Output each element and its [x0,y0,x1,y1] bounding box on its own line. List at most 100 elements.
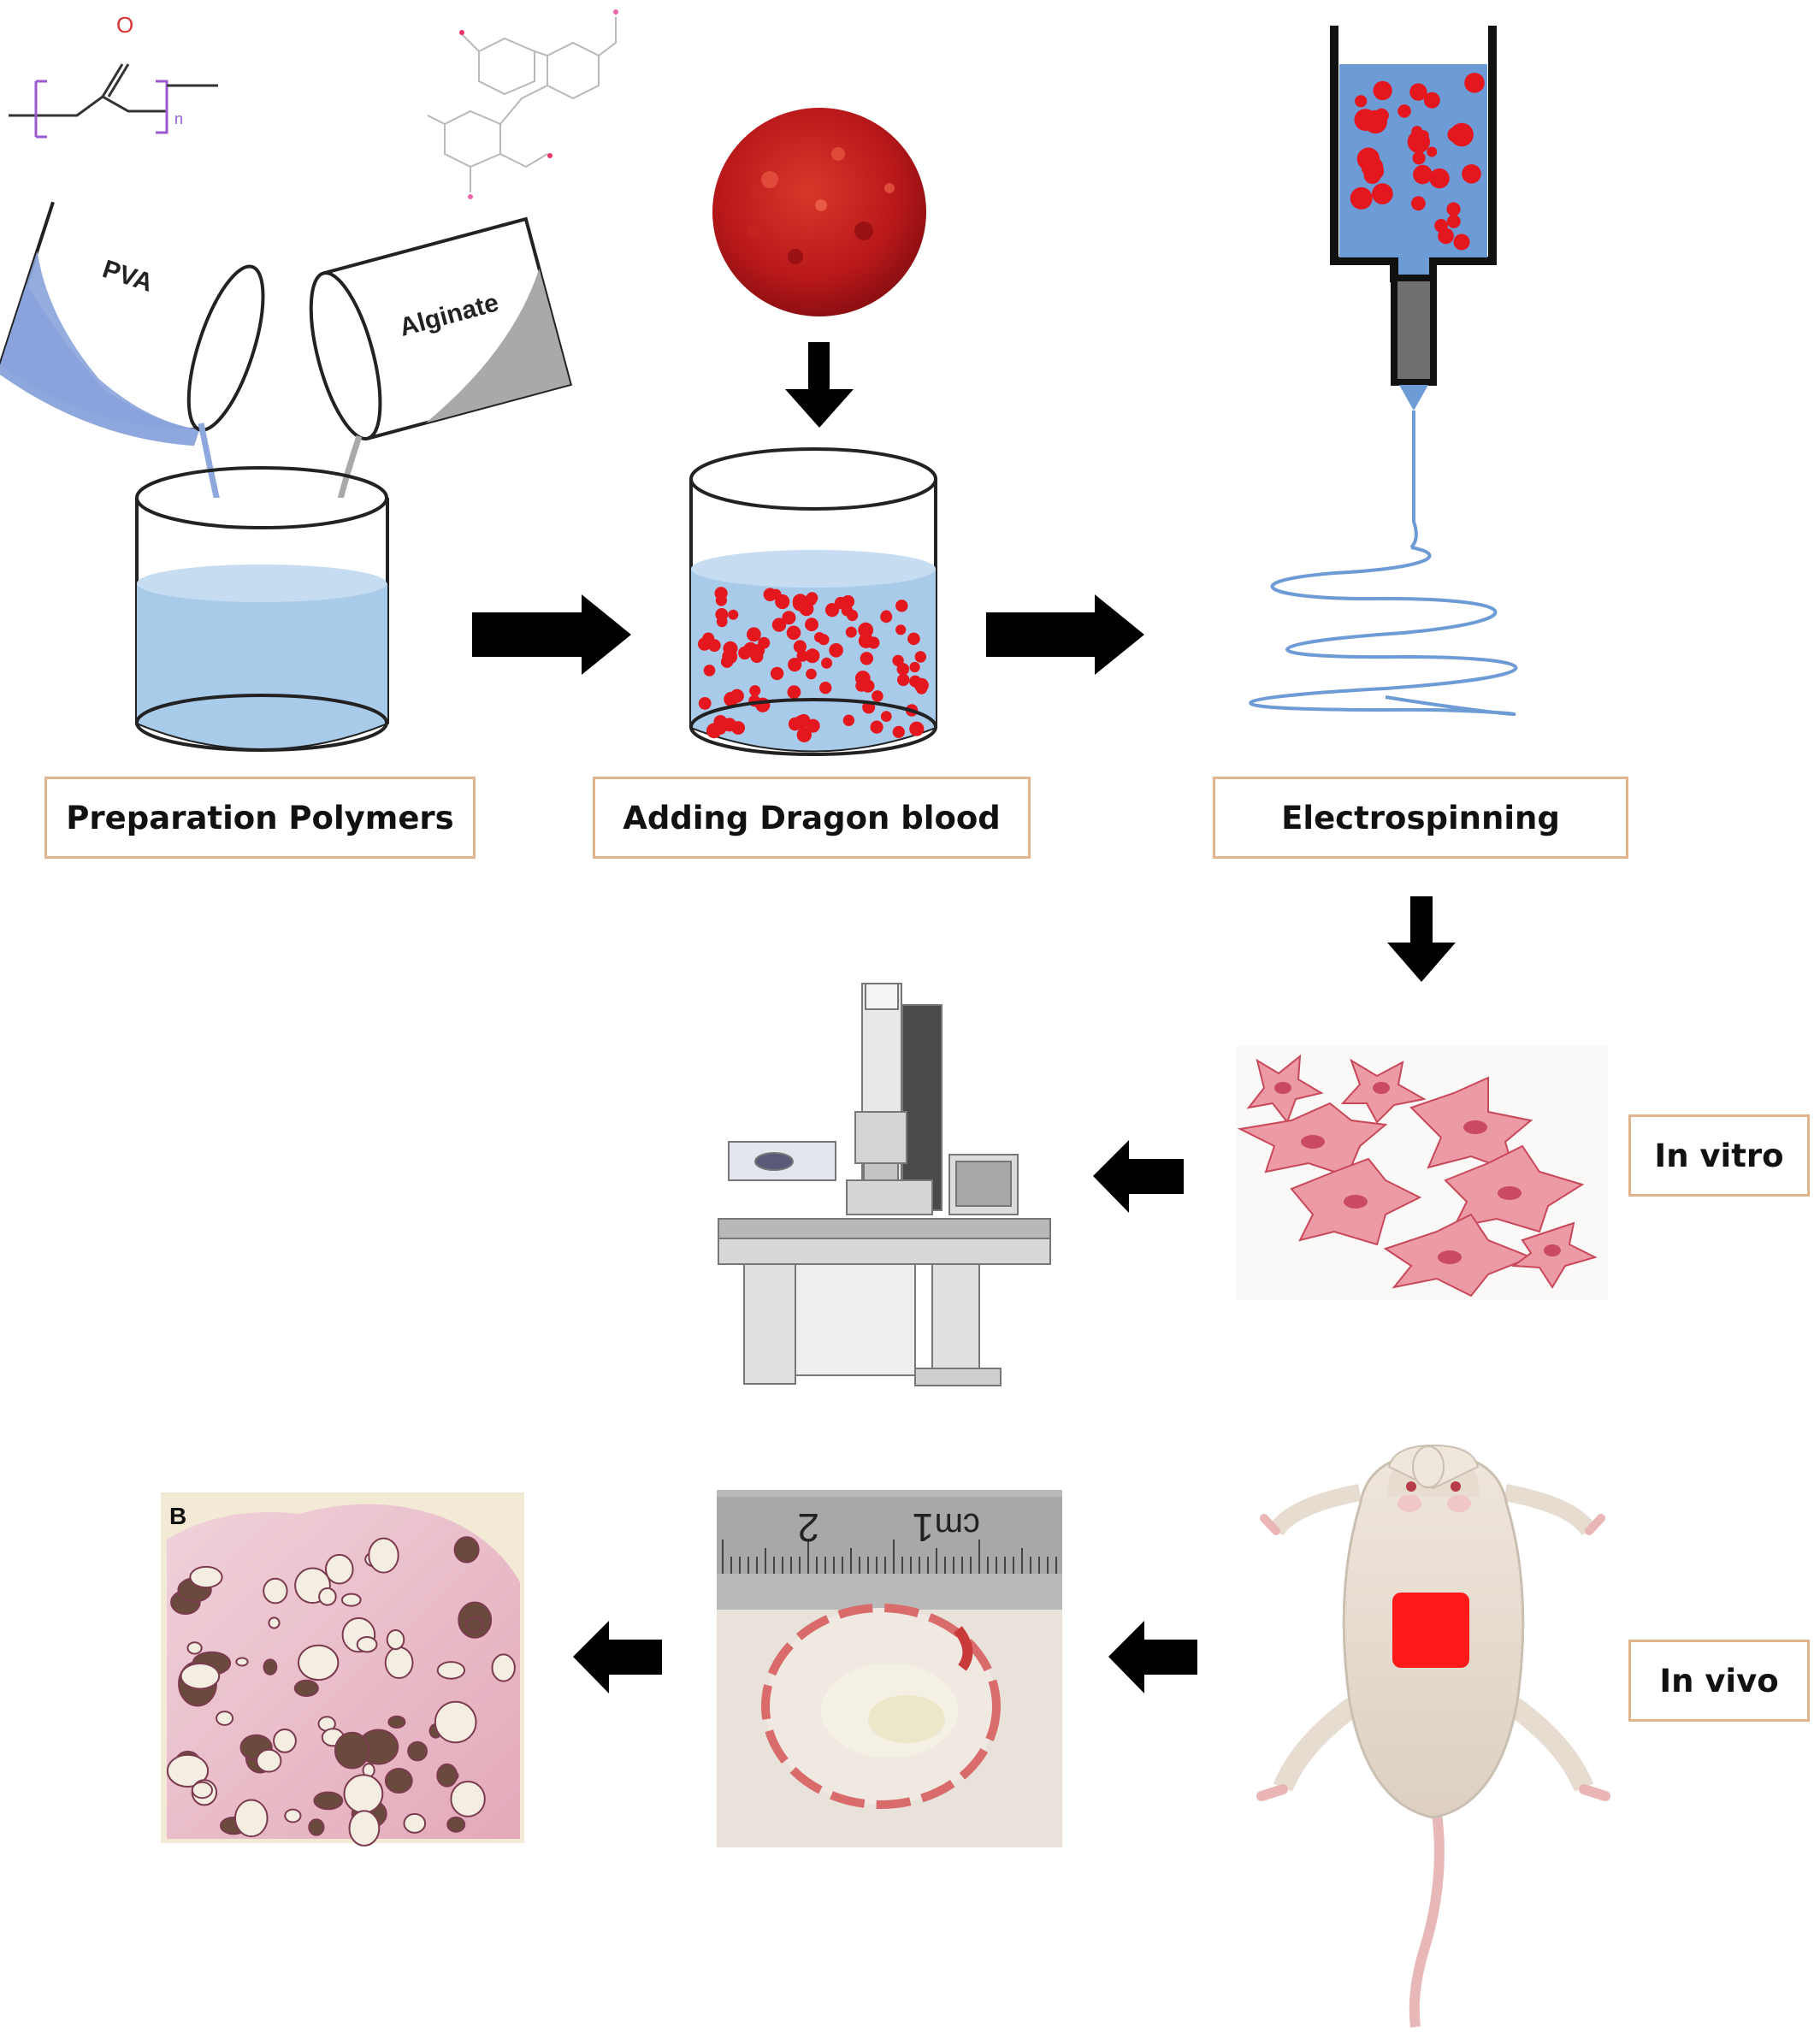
tissue-structure [446,1816,466,1833]
ruler-mark-2: 2 [797,1505,819,1550]
dragon-blood-particle [731,721,745,735]
syringe-particle [1434,219,1448,233]
dragon-blood-particle [796,727,812,742]
dragon-blood-particle [805,648,820,664]
dragon-blood-particle [842,714,855,726]
dragon-blood-particle [858,633,874,648]
syringe-particle [1374,109,1389,122]
dragon-blood-particle [724,691,739,707]
tissue-structure [186,1641,203,1655]
syringe-particle [1411,196,1426,211]
tissue-structure [436,1661,466,1680]
dragon-blood-particle [854,671,871,686]
dragon-blood-particle [907,632,920,646]
label-in-vitro: In vitro [1628,1114,1810,1197]
electrospinning-syringe [1249,26,1518,717]
wound-photo: 2 1 cm [717,1490,1062,1847]
tissue-structure [368,1537,399,1574]
dragon-blood-particle [723,641,738,656]
tissue-structure [263,1577,288,1605]
dragon-blood-particle [758,636,771,649]
dragon-blood-particle [870,720,883,734]
dragon-blood-particle [782,611,796,625]
label-in-vivo: In vivo [1628,1640,1810,1722]
dragon-blood-particle [728,609,739,620]
dragon-blood-particle [716,616,728,628]
cultured-cells [1236,1045,1608,1300]
tissue-structure [387,1715,406,1729]
dragon-blood-particle [788,717,802,731]
dragon-blood-particle [872,690,883,702]
tissue-structure [180,1663,221,1690]
dragon-blood-particle [788,658,802,672]
tissue-structure [356,1636,378,1653]
dragon-blood-powder [712,108,926,316]
tissue-structure [403,1812,427,1834]
rat-model [1256,1444,1610,2028]
histology-panel-letter: B [169,1503,186,1529]
tissue-structure [308,1818,325,1836]
dragon-blood-particle [824,603,840,618]
syringe-particle [1355,95,1368,108]
dragon-blood-particle [703,665,716,677]
dragon-blood-particle [814,632,825,643]
syringe-particle [1429,168,1450,189]
repeat-unit-n-label: n [174,110,183,127]
tissue-structure [189,1565,223,1589]
dragon-blood-particle [845,626,857,638]
syringe-particle [1447,127,1462,143]
tissue-structure [341,1593,362,1607]
dragon-blood-particle [749,685,761,697]
dragon-blood-particle [821,657,833,669]
dragon-blood-particle [897,673,910,687]
tissue-structure [343,1774,384,1814]
tissue-structure [263,1658,278,1676]
tissue-structure [191,1781,213,1800]
pva-beaker: PVA [0,201,265,446]
syringe-particle [1373,80,1392,101]
syringe-particle [1427,146,1438,157]
dragon-blood-particle [896,663,910,676]
dragon-blood-particle [829,643,843,658]
tissue-structure [284,1808,302,1823]
dragon-blood-particle [847,609,859,622]
dragon-blood-particle [806,668,817,680]
ruler-mark-1: 1 [912,1505,934,1550]
syringe-particle [1350,186,1373,210]
dragon-blood-particle [792,594,808,610]
dragon-blood-particle [698,637,712,651]
alginate-beaker: Alginate [309,216,573,441]
tissue-structure [273,1729,297,1753]
dragon-blood-particle [793,640,807,653]
dragon-blood-particle [787,685,801,700]
arrow-powder-down [785,342,854,428]
pva-structure: O n [9,12,218,139]
tissue-structure [235,1657,249,1667]
syringe-particle [1354,109,1377,131]
dragon-blood-particle [804,594,818,606]
tissue-structure [450,1781,486,1817]
step-preparation-polymers: Preparation Polymers [44,777,476,859]
dragon-blood-particle [720,655,734,668]
dragon-blood-particle [747,627,761,642]
dragon-blood-particle [771,618,787,632]
tissue-structure [436,1763,458,1788]
tissue-structure [268,1616,281,1629]
tissue-structure [453,1536,480,1563]
tissue-structure [298,1644,340,1681]
syringe-particle [1464,73,1485,93]
dragon-blood-particle [909,675,922,688]
syringe-particle [1446,215,1461,228]
syringe-particle [1372,183,1393,204]
tissue-structure [386,1629,405,1651]
syringe-particle [1412,151,1426,165]
tissue-structure [434,1700,477,1744]
arrow-vitro-to-microscope [1093,1140,1184,1213]
dragon-blood-particle [805,618,818,632]
tissue-structure [216,1711,234,1726]
tissue-structure [384,1646,414,1679]
carbonyl-oxygen-label: O [116,12,133,38]
syringe-particle [1453,233,1470,251]
step-adding-dragon-blood: Adding Dragon blood [593,777,1031,859]
